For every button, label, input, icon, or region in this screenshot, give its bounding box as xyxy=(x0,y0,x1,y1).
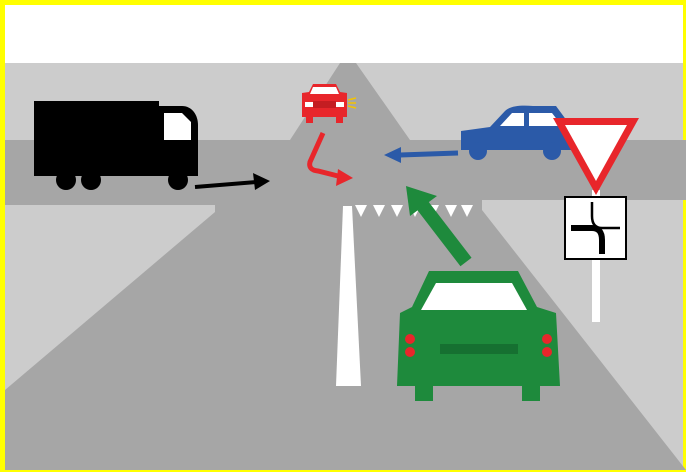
priority-road-bend-icon xyxy=(565,197,626,259)
